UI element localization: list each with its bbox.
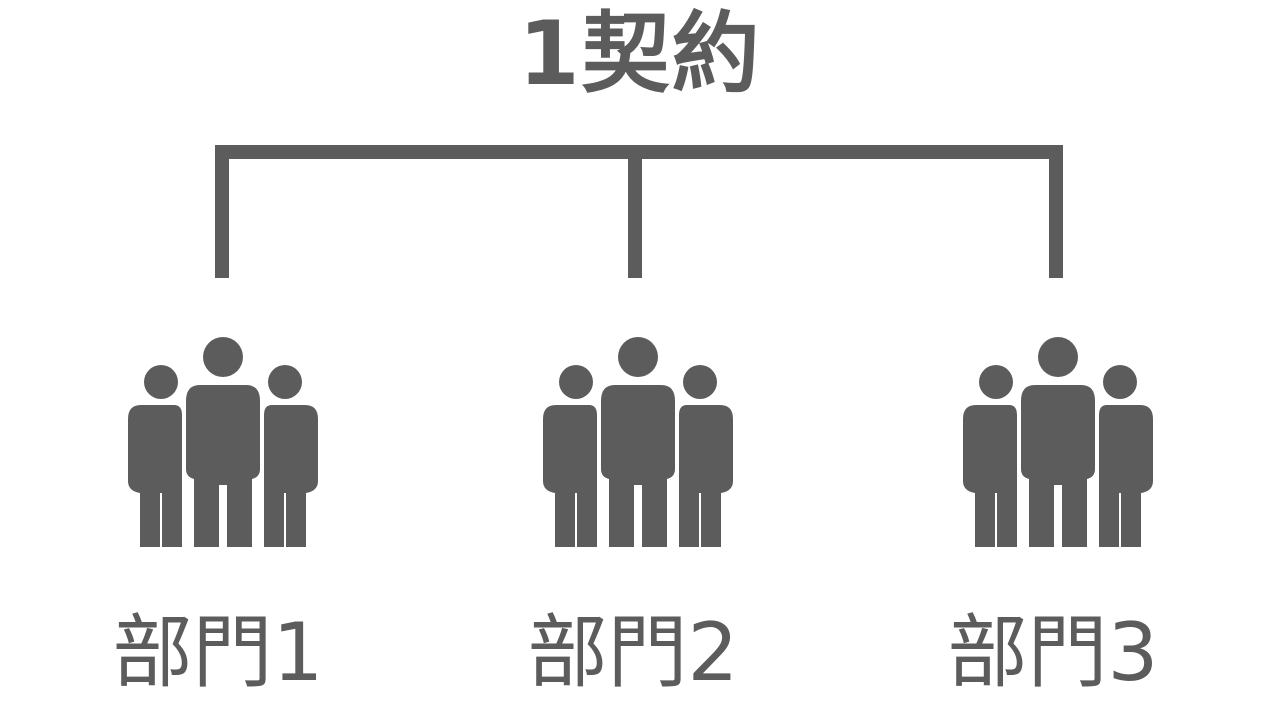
people-group-icon: [963, 337, 1153, 547]
people-group-icon: [543, 337, 733, 547]
diagram-title: 1契約: [518, 2, 762, 105]
connector-lines: [215, 145, 1063, 278]
department-label: 部門1: [112, 606, 324, 699]
department-2: 部門2: [483, 335, 783, 720]
people-group-icon: [128, 337, 318, 547]
department-label: 部門2: [527, 606, 739, 699]
department-1: 部門1: [68, 335, 368, 720]
department-3: 部門3: [903, 335, 1203, 720]
department-label: 部門3: [947, 606, 1159, 699]
